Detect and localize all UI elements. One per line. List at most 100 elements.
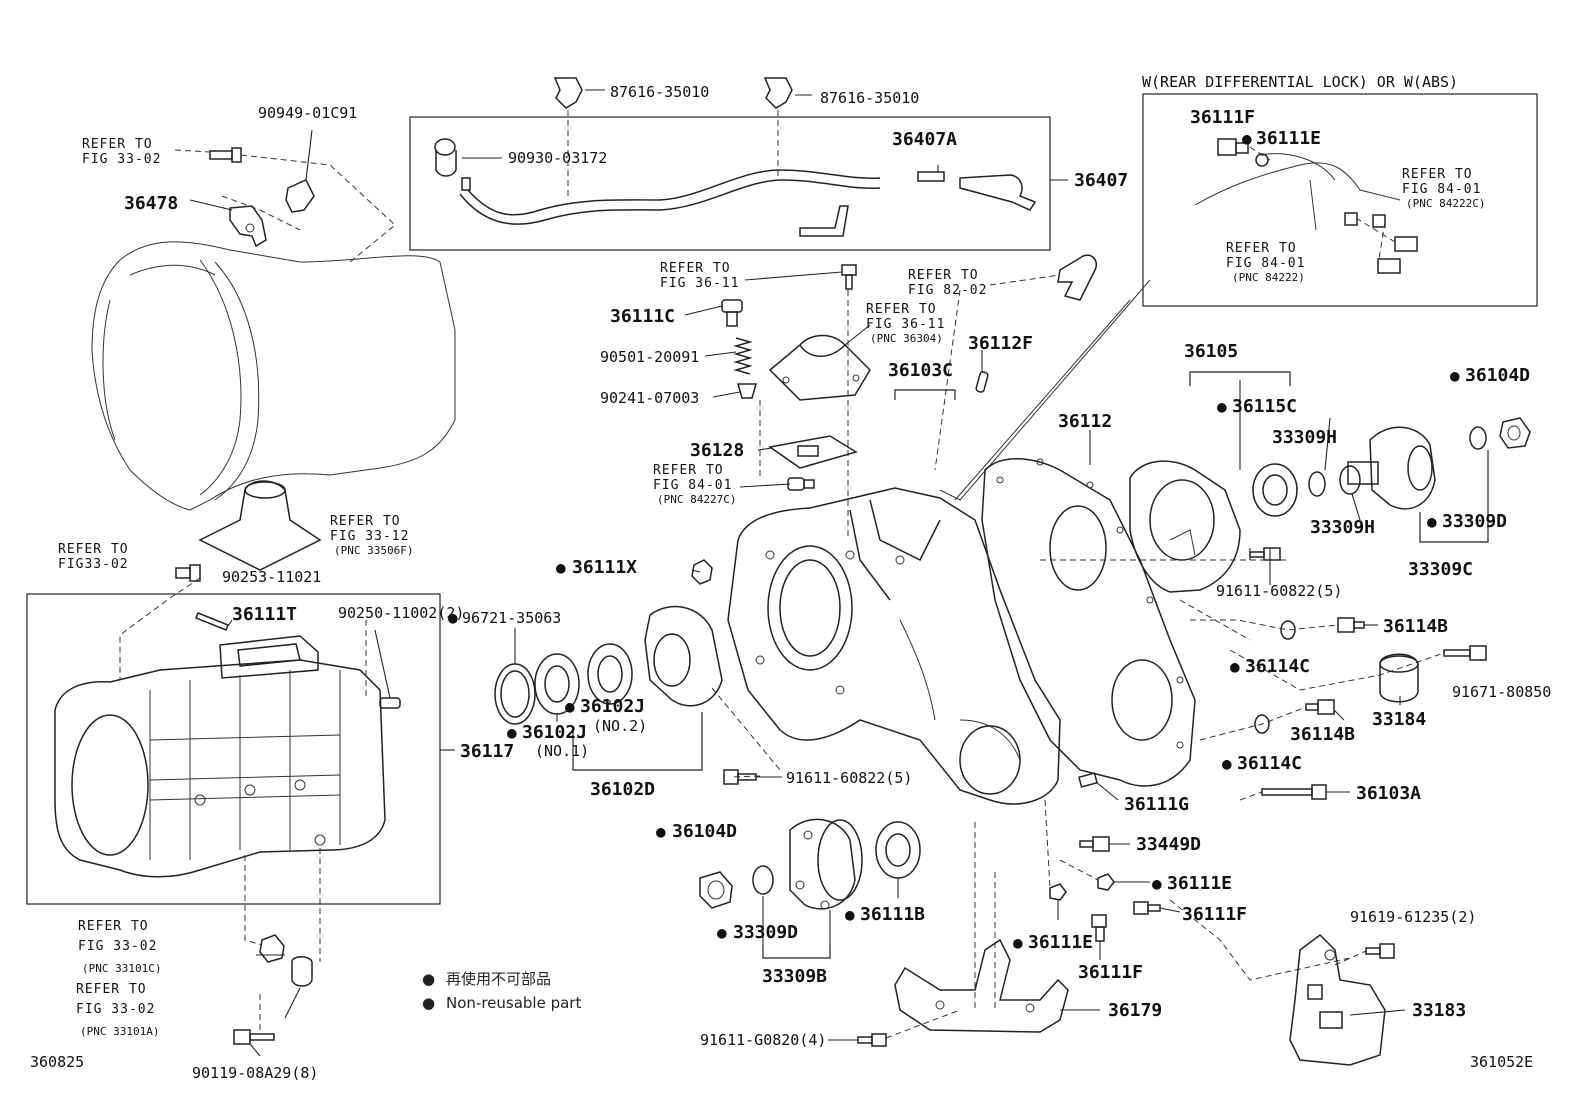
part-label[interactable]: 36111G	[1124, 794, 1189, 815]
refer-note[interactable]: FIG 36-11	[660, 276, 739, 291]
part-label[interactable]: 36111E	[1028, 932, 1093, 953]
refer-note[interactable]: (PNC 84222C)	[1406, 197, 1485, 210]
part-label[interactable]: 36104D	[672, 821, 737, 842]
refer-note[interactable]: (PNC 36304)	[870, 332, 943, 345]
part-label[interactable]: 36111C	[610, 306, 675, 327]
part-label[interactable]: 33449D	[1136, 834, 1201, 855]
refer-note[interactable]: REFER TO	[330, 514, 401, 529]
refer-note[interactable]: (PNC 33506F)	[334, 544, 413, 557]
bracket-33183	[1289, 934, 1386, 1066]
part-label[interactable]: 91619-61235(2)	[1350, 908, 1476, 926]
legend-text-jp: 再使用不可部品	[446, 970, 551, 988]
part-label[interactable]: 36102D	[590, 779, 655, 800]
refer-note[interactable]: FIG33-02	[58, 557, 129, 572]
refer-note[interactable]: FIG 84-01	[1402, 182, 1481, 197]
part-label[interactable]: 90253-11021	[222, 568, 321, 586]
refer-note[interactable]: FIG 33-02	[82, 152, 161, 167]
refer-note[interactable]: REFER TO	[76, 982, 147, 997]
refer-note[interactable]: (PNC 84222)	[1232, 271, 1305, 284]
part-label[interactable]: 36407A	[892, 129, 957, 150]
refer-note[interactable]: FIG 82-02	[908, 283, 987, 298]
part-label[interactable]: 36102J	[580, 696, 645, 717]
part-label[interactable]: 90949-01C91	[258, 104, 357, 122]
part-label[interactable]: 90501-20091	[600, 348, 699, 366]
part-label[interactable]: 36112	[1058, 411, 1112, 432]
refer-note[interactable]: REFER TO	[58, 542, 129, 557]
part-label[interactable]: 36104D	[1465, 365, 1530, 386]
breather-33-12	[198, 480, 322, 571]
part-label[interactable]: 36179	[1108, 1000, 1162, 1021]
part-label[interactable]: 36114B	[1290, 724, 1355, 745]
non-reusable-marker: ●	[556, 558, 566, 577]
bolt-36103A	[1261, 784, 1327, 800]
bolt-36111F-a	[1133, 901, 1161, 915]
part-label[interactable]: 33309D	[733, 922, 798, 943]
part-label[interactable]: 33184	[1372, 709, 1426, 730]
part-label[interactable]: (NO.1)	[535, 742, 589, 760]
refer-note[interactable]: REFER TO	[1402, 167, 1473, 182]
non-reusable-marker: ●	[448, 608, 458, 627]
part-label[interactable]: 33309D	[1442, 511, 1507, 532]
part-label[interactable]: 36111F	[1190, 107, 1255, 128]
part-label[interactable]: 90930-03172	[508, 149, 607, 167]
part-label[interactable]: 36407	[1074, 170, 1128, 191]
part-label[interactable]: 91611-60822(5)	[786, 769, 912, 787]
part-label[interactable]: 33309C	[1408, 559, 1473, 580]
part-label[interactable]: 33183	[1412, 1000, 1466, 1021]
refer-note[interactable]: (PNC 33101C)	[82, 962, 161, 975]
non-reusable-marker: ●	[507, 723, 517, 742]
part-label[interactable]: 87616-35010	[610, 83, 709, 101]
part-label[interactable]: 90250-11002(2)	[338, 604, 464, 622]
part-label[interactable]: 36111T	[232, 604, 297, 625]
part-label[interactable]: 36111B	[860, 904, 925, 925]
part-label[interactable]: 36102J	[522, 722, 587, 743]
part-label[interactable]: 36112F	[968, 333, 1033, 354]
refer-note[interactable]: REFER TO	[78, 919, 149, 934]
refer-note[interactable]: FIG 84-01	[653, 478, 732, 493]
bolt-36-11	[841, 264, 857, 290]
part-label[interactable]: 33309H	[1310, 517, 1375, 538]
refer-note[interactable]: FIG 33-02	[78, 939, 157, 954]
refer-note[interactable]: (PNC 84227C)	[657, 493, 736, 506]
part-label[interactable]: 90241-07003	[600, 389, 699, 407]
part-label[interactable]: (NO.2)	[593, 717, 647, 735]
part-label[interactable]: 36103C	[888, 360, 953, 381]
part-label[interactable]: 96721-35063	[462, 609, 561, 627]
part-label[interactable]: 36114C	[1245, 656, 1310, 677]
refer-note[interactable]: REFER TO	[908, 268, 979, 283]
part-label[interactable]: 91611-60822(5)	[1216, 582, 1342, 600]
part-label[interactable]: 36111E	[1167, 873, 1232, 894]
part-label[interactable]: 36114C	[1237, 753, 1302, 774]
part-label[interactable]: 36105	[1184, 341, 1238, 362]
refer-note[interactable]: FIG 36-11	[866, 317, 945, 332]
part-label[interactable]: 91671-80850	[1452, 683, 1551, 701]
refer-note[interactable]: FIG 33-02	[76, 1002, 155, 1017]
retainer-36102D	[644, 605, 723, 707]
seal-33309H-b	[1339, 465, 1361, 495]
refer-note[interactable]: REFER TO	[82, 137, 153, 152]
part-label[interactable]: 36478	[124, 193, 178, 214]
nut-36111E-b	[1049, 883, 1067, 901]
refer-note[interactable]: REFER TO	[866, 302, 937, 317]
part-label[interactable]: 36111X	[572, 557, 637, 578]
part-label[interactable]: 33309B	[762, 966, 827, 987]
part-label[interactable]: 36111F	[1182, 904, 1247, 925]
refer-note[interactable]: FIG 33-12	[330, 529, 409, 544]
part-label[interactable]: 36128	[690, 440, 744, 461]
nut-36104D-right	[1499, 417, 1531, 449]
part-label[interactable]: 36103A	[1356, 783, 1421, 804]
refer-note[interactable]: FIG 84-01	[1226, 256, 1305, 271]
part-label[interactable]: 90119-08A29(8)	[192, 1064, 318, 1082]
part-label[interactable]: 33309H	[1272, 427, 1337, 448]
part-label[interactable]: 36114B	[1383, 616, 1448, 637]
part-label[interactable]: 36117	[460, 741, 514, 762]
part-label[interactable]: 87616-35010	[820, 89, 919, 107]
refer-note[interactable]: (PNC 33101A)	[80, 1025, 159, 1038]
part-label[interactable]: 91611-G0820(4)	[700, 1031, 826, 1049]
refer-note[interactable]: REFER TO	[1226, 241, 1297, 256]
part-label[interactable]: 36115C	[1232, 396, 1297, 417]
refer-note[interactable]: REFER TO	[653, 463, 724, 478]
refer-note[interactable]: REFER TO	[660, 261, 731, 276]
part-label[interactable]: 36111F	[1078, 962, 1143, 983]
part-label[interactable]: 36111E	[1256, 128, 1321, 149]
